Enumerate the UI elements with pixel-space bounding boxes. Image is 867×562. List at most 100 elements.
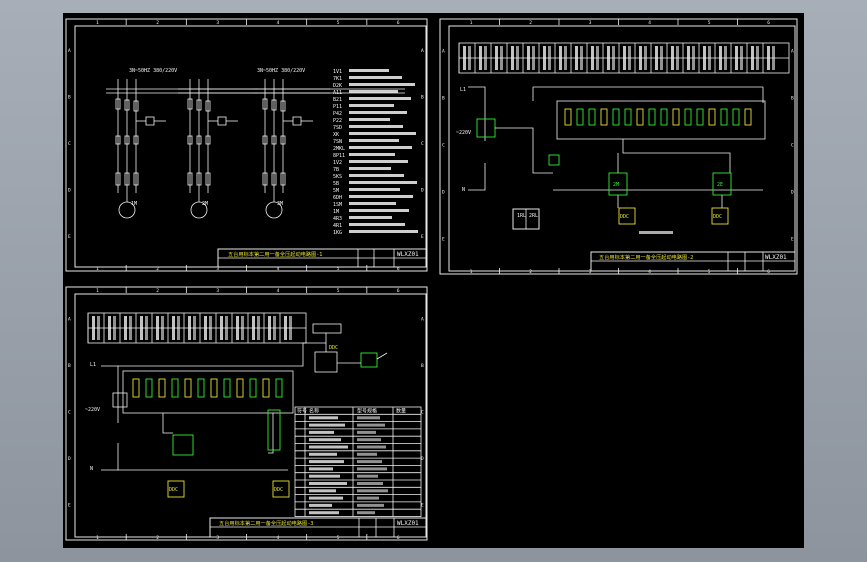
supply-label-2: 3N~50HZ 380/220V bbox=[257, 68, 305, 74]
relay-box-a-label: 1RL bbox=[517, 213, 526, 219]
list-text-bar bbox=[349, 97, 411, 100]
aux-circuit-box bbox=[314, 351, 338, 373]
zone-number: 5 bbox=[337, 20, 340, 26]
sheet-3-rail-label-220v: ~220V bbox=[85, 407, 100, 413]
parts-table-cell bbox=[357, 452, 377, 456]
sheet-2-terminal-header bbox=[458, 42, 790, 74]
parts-table-cell bbox=[309, 445, 348, 449]
sheet-1-outer-frame bbox=[65, 18, 428, 272]
control-tap bbox=[145, 116, 155, 126]
zone-number: 5 bbox=[708, 20, 711, 26]
relay-group-frame bbox=[556, 100, 766, 140]
ddc-box-2-label: DDC bbox=[713, 214, 722, 220]
list-text-bar bbox=[349, 230, 418, 233]
relay-symbol bbox=[187, 172, 193, 186]
zone-number: 4 bbox=[648, 269, 651, 275]
sheet-3-ddc-box-2 bbox=[272, 480, 290, 498]
list-code: 1KG bbox=[333, 230, 342, 236]
parts-table-cell bbox=[357, 503, 384, 507]
control-tap bbox=[217, 116, 227, 126]
parts-table-cell bbox=[309, 496, 343, 500]
contact-symbol bbox=[132, 378, 140, 398]
ddc-box-1-label: DDC bbox=[620, 214, 629, 220]
contactor-symbol bbox=[262, 135, 268, 145]
sheet-1-title: 五台用标本第二用一备全压起动电路图-1 bbox=[228, 250, 322, 258]
parts-table-cell bbox=[357, 416, 380, 420]
zone-number: 1 bbox=[96, 535, 99, 541]
contact-symbol bbox=[624, 108, 632, 126]
sheet-3-control-circuit bbox=[101, 342, 326, 471]
rail-label-220v: ~220V bbox=[456, 130, 471, 136]
contact-symbol bbox=[588, 108, 596, 126]
list-text-bar bbox=[349, 146, 412, 149]
note-bar bbox=[639, 231, 673, 234]
ddc-box-2 bbox=[711, 207, 729, 225]
zone-letter: A bbox=[791, 49, 794, 55]
contact-symbol bbox=[648, 108, 656, 126]
zone-letter: D bbox=[791, 190, 794, 196]
relay-symbol bbox=[262, 172, 268, 186]
parts-table-header: 数量 bbox=[396, 408, 406, 415]
parts-table-cell bbox=[309, 452, 337, 456]
zone-number: 2 bbox=[156, 20, 159, 26]
sheet-2-title-block bbox=[590, 251, 796, 272]
list-text-bar bbox=[349, 167, 391, 170]
zone-letter: D bbox=[421, 456, 424, 462]
sheet-3-title-block bbox=[209, 517, 427, 538]
list-code: 1M bbox=[333, 209, 339, 215]
list-code: 2MKL bbox=[333, 146, 345, 152]
zone-letter: D bbox=[68, 456, 71, 462]
parts-table-cell bbox=[309, 460, 344, 464]
motor-circuits bbox=[106, 79, 405, 219]
sheet-3-ddc-box-1-label: DDC bbox=[169, 487, 178, 493]
sheet-3-drawing-no: WLXZ01 bbox=[397, 520, 419, 527]
list-code: 7K1 bbox=[333, 76, 342, 82]
zone-letter: D bbox=[421, 187, 424, 193]
zone-number: 4 bbox=[277, 535, 280, 541]
relay-symbol bbox=[271, 172, 277, 186]
list-code: B21 bbox=[333, 97, 342, 103]
contact-symbol bbox=[145, 378, 153, 398]
parts-table-cell bbox=[357, 474, 378, 478]
zone-number: 3 bbox=[216, 288, 219, 294]
contact-symbol bbox=[171, 378, 179, 398]
list-code: 1SM bbox=[333, 202, 342, 208]
relay-group-frame bbox=[122, 370, 294, 414]
list-text-bar bbox=[349, 202, 396, 205]
motor-label-3: 3M bbox=[277, 201, 283, 207]
list-code: 5KS bbox=[333, 174, 342, 180]
motor-label-2: 2M bbox=[202, 201, 208, 207]
list-code: XK bbox=[333, 132, 339, 138]
parts-table-cell bbox=[357, 482, 383, 485]
sheet-3-ddc-box-1 bbox=[167, 480, 185, 498]
contact-symbol bbox=[612, 108, 620, 126]
zone-number: 4 bbox=[277, 288, 280, 294]
contact-symbol bbox=[262, 378, 270, 398]
zone-number: 3 bbox=[589, 20, 592, 26]
list-code: P22 bbox=[333, 118, 342, 124]
zone-number: 5 bbox=[708, 269, 711, 275]
zone-letter: B bbox=[68, 363, 71, 369]
parts-table-cell bbox=[309, 423, 345, 427]
zone-number: 3 bbox=[216, 535, 219, 541]
zone-letter: C bbox=[68, 410, 71, 416]
sheet-3-inner-frame bbox=[74, 293, 427, 538]
list-text-bar bbox=[349, 104, 394, 107]
zone-number: 3 bbox=[216, 266, 219, 272]
parts-table-cell bbox=[309, 438, 341, 442]
contact-symbol bbox=[744, 108, 752, 126]
zone-letter: E bbox=[791, 237, 794, 243]
relay-symbol bbox=[133, 172, 139, 186]
parts-table-cell bbox=[309, 503, 332, 507]
contact-symbol bbox=[158, 378, 166, 398]
wire-path bbox=[468, 86, 486, 141]
selector-switch bbox=[476, 118, 496, 138]
wire-path bbox=[268, 413, 274, 454]
relay-symbol bbox=[205, 172, 211, 186]
zone-number: 5 bbox=[337, 288, 340, 294]
list-text-bar bbox=[349, 188, 400, 191]
